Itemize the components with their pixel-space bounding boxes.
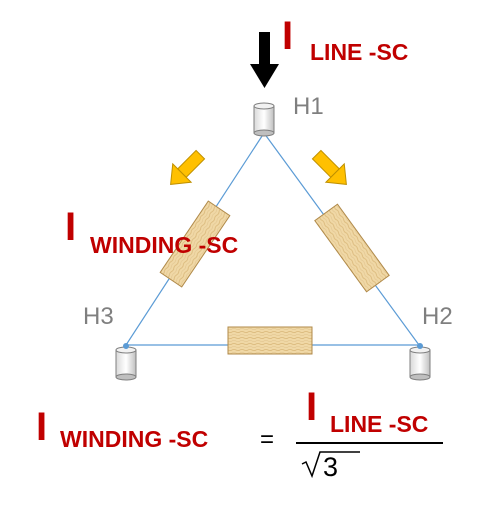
formula: I WINDING -SC = I LINE -SC 3 xyxy=(36,385,443,482)
winding-current-arrow-left xyxy=(170,149,206,185)
formula-lhs-symbol: I xyxy=(36,405,47,449)
formula-equals: = xyxy=(260,426,274,453)
formula-radicand: 3 xyxy=(323,452,338,482)
node-label-h1: H1 xyxy=(293,93,324,120)
formula-numerator-subscript: LINE -SC xyxy=(330,411,428,437)
winding-bottom xyxy=(227,326,313,355)
bushing-h2 xyxy=(409,343,431,381)
bushing-h1 xyxy=(253,102,275,137)
formula-lhs-subscript: WINDING -SC xyxy=(60,426,208,452)
sqrt-sign xyxy=(301,451,360,479)
winding-current-symbol: I xyxy=(65,205,76,249)
formula-numerator-symbol: I xyxy=(306,385,317,429)
line-current-subscript: LINE -SC xyxy=(310,39,408,65)
node-label-h2: H2 xyxy=(422,303,453,330)
winding-left xyxy=(159,200,231,288)
winding-current-arrow-right xyxy=(311,149,347,185)
bushing-h3 xyxy=(115,343,137,381)
winding-right xyxy=(314,203,390,293)
winding-current-subscript: WINDING -SC xyxy=(90,232,238,258)
line-current-arrow xyxy=(250,32,279,88)
line-current-symbol: I xyxy=(282,14,293,58)
node-label-h3: H3 xyxy=(83,303,114,330)
